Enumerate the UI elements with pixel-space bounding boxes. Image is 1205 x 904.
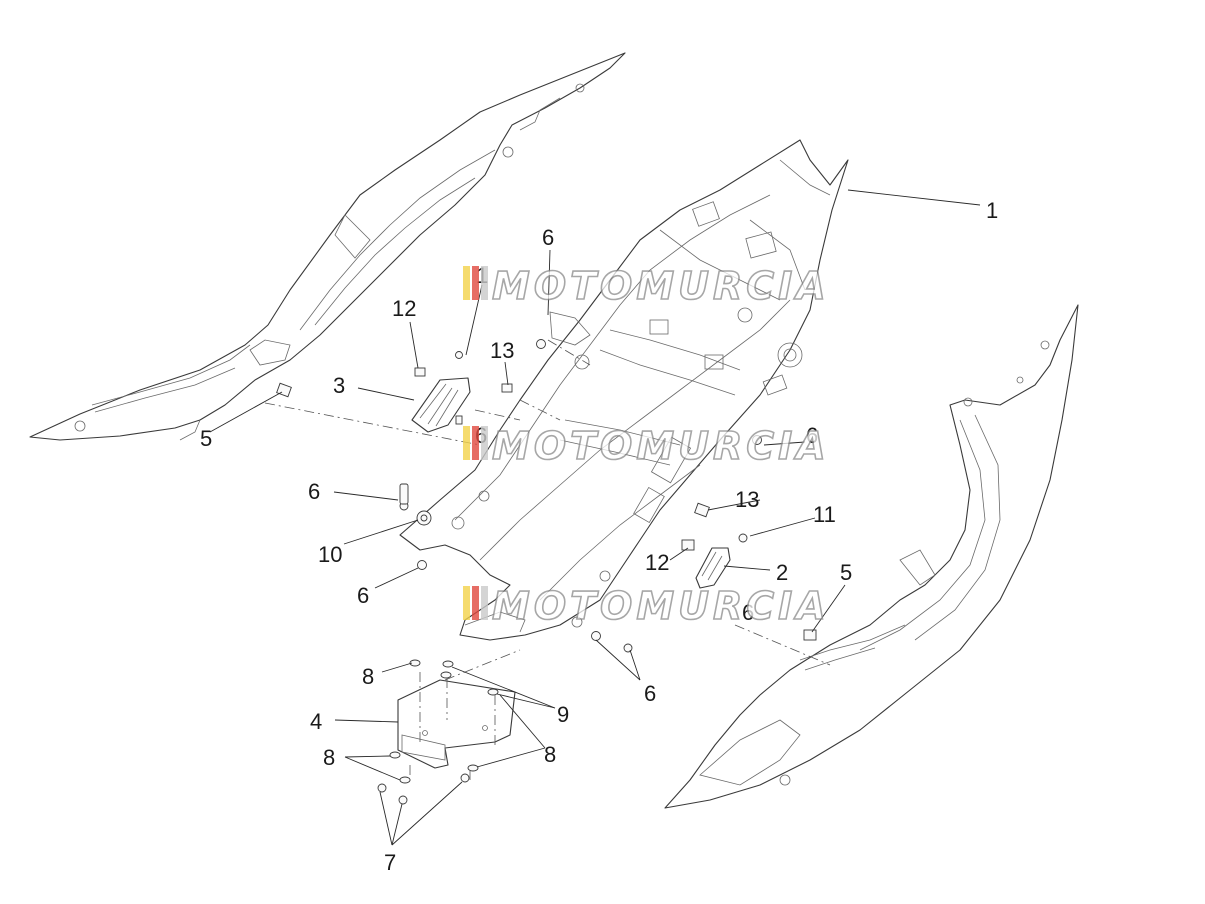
callout-5-left: 5 — [200, 426, 212, 451]
leader-lines — [209, 189, 981, 846]
callout-8-left: 8 — [323, 745, 335, 770]
callout-5-right: 5 — [840, 560, 852, 585]
callout-3: 3 — [333, 373, 345, 398]
callout-6-left: 6 — [308, 479, 320, 504]
callout-6-lower-right: 6 — [644, 681, 656, 706]
callout-6-lower-left: 6 — [357, 583, 369, 608]
watermark-stripe-red — [472, 426, 479, 460]
callout-6-top: 6 — [542, 225, 554, 250]
watermark-stripe-gray — [481, 266, 488, 300]
callout-6-right: 6 — [806, 423, 818, 448]
watermark-text: MOTOMURCIA — [492, 264, 830, 308]
callout-2: 2 — [776, 560, 788, 585]
watermark-text: MOTOMURCIA — [492, 424, 830, 468]
callout-13-right: 13 — [735, 487, 759, 512]
watermark-stripe-gray — [481, 586, 488, 620]
callout-11: 11 — [813, 502, 836, 527]
plate-part-4 — [397, 679, 516, 769]
callout-12-bottom: 12 — [645, 550, 669, 575]
right-side-panel — [664, 304, 1079, 809]
watermark-middle: MOTOMURCIA — [463, 423, 830, 469]
callout-13-top: 13 — [490, 338, 514, 363]
callout-1: 1 — [986, 198, 998, 223]
callout-12-top: 12 — [392, 296, 416, 321]
callout-8-top: 8 — [362, 664, 374, 689]
watermark-stripe-red — [472, 586, 479, 620]
left-side-panel — [29, 52, 626, 441]
callout-4: 4 — [310, 709, 322, 734]
assembly-lines — [264, 339, 831, 785]
callout-9: 9 — [557, 702, 569, 727]
watermark-stripe-yellow — [463, 586, 470, 620]
callout-7: 7 — [384, 850, 396, 875]
watermark-text: MOTOMURCIA — [492, 584, 830, 628]
watermark-stripe-yellow — [463, 426, 470, 460]
watermark-stripe-gray — [481, 426, 488, 460]
watermark-stripe-red — [472, 266, 479, 300]
watermark-stripe-yellow — [463, 266, 470, 300]
watermark-top: MOTOMURCIA — [463, 263, 830, 309]
callout-8-right: 8 — [544, 742, 556, 767]
callout-6-mid: 6 — [742, 600, 754, 625]
fasteners — [276, 339, 817, 805]
callout-10: 10 — [318, 542, 342, 567]
latch-part-2 — [695, 547, 731, 589]
latch-part-3 — [411, 377, 471, 433]
watermark-bottom: MOTOMURCIA — [463, 583, 830, 629]
